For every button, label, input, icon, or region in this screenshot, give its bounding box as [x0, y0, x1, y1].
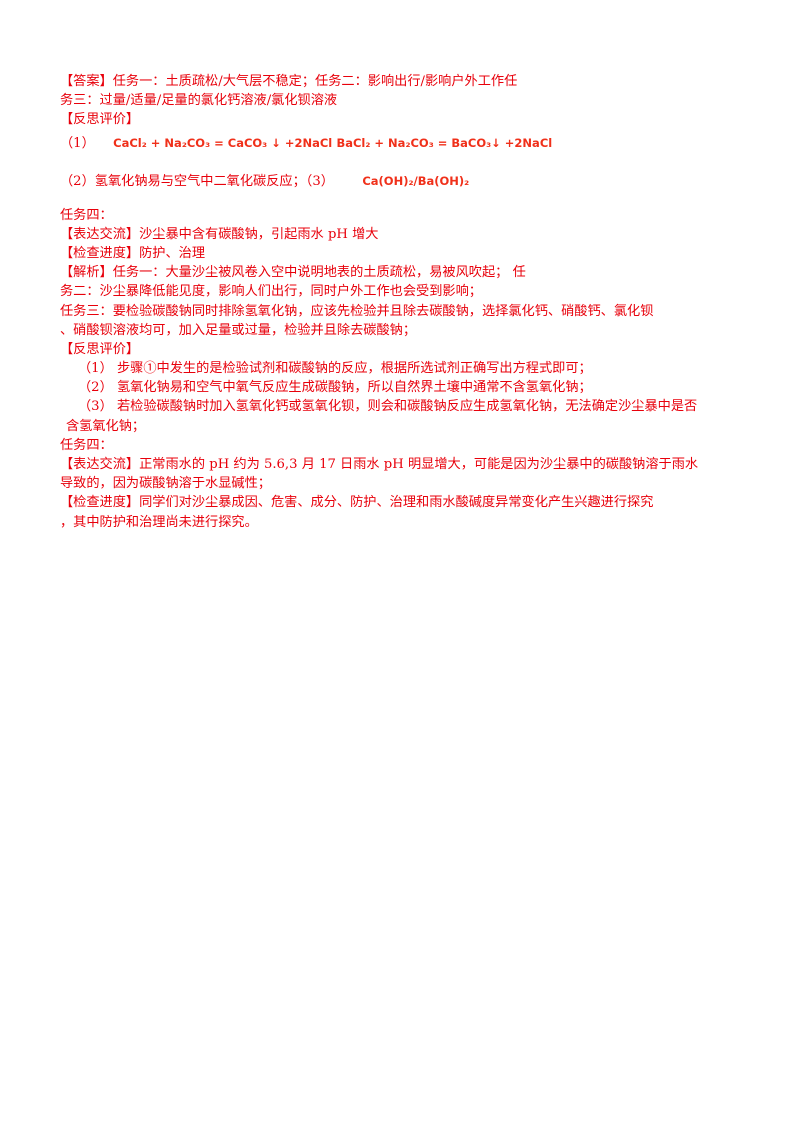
analysis-reflect-3a: （3） 若检验碳酸钠时加入氢氧化钙或氢氧化钡，则会和碳酸钠反应生成氢氧化钠，无法…: [78, 399, 698, 415]
analysis-reflect-1: （1） 步骤①中发生的是检验试剂和碳酸钠的反应，根据所选试剂正确写出方程式即可；: [78, 361, 592, 377]
analysis-reflect-heading: 【反思评价】: [60, 341, 140, 357]
analysis-reflect-3b: 含氢氧化钠；: [66, 418, 146, 434]
analysis-reflect-2: （2） 氢氧化钠易和空气中氧气反应生成碳酸钠，所以自然界土壤中通常不含氢氧化钠；: [78, 380, 592, 396]
document-body: 【答案】任务一：土质疏松/大气层不稳定；任务二：影响出行/影响户外工作任 务三：…: [60, 72, 740, 532]
analysis-line-2: 务二：沙尘暴降低能见度，影响人们出行，同时户外工作也会受到影响；: [60, 284, 482, 300]
answer-progress: 【检查进度】防护、治理: [60, 245, 206, 261]
answer-item-2-row: （2）氢氧化钠易与空气中二氧化碳反应；（3） Ca(OH)₂/Ba(OH)₂: [60, 168, 740, 194]
equation-label: （1）: [60, 135, 95, 151]
equation-calcium: CaCl₂ + Na₂CO₃ = CaCO₃ ↓ +2NaCl: [113, 135, 333, 150]
equation-barium: BaCl₂ + Na₂CO₃ = BaCO₃↓ +2NaCl: [336, 135, 553, 150]
answer-express: 【表达交流】沙尘暴中含有碳酸钠，引起雨水 pH 增大: [60, 226, 379, 242]
analysis-line-3: 任务三：要检验碳酸钠同时排除氢氧化钠，应该先检验并且除去碳酸钠，选择氯化钙、硝酸…: [60, 303, 654, 319]
analysis-express-1: 【表达交流】正常雨水的 pH 约为 5.6,3 月 17 日雨水 pH 明显增大…: [60, 457, 699, 472]
answer-line-2: 务三：过量/适量/足量的氯化钙溶液/氯化钡溶液: [60, 93, 338, 109]
equation-row: （1） CaCl₂ + Na₂CO₃ = CaCO₃ ↓ +2NaCl BaCl…: [60, 130, 740, 156]
analysis-line-1: 【解析】任务一：大量沙尘被风卷入空中说明地表的土质疏松，易被风吹起； 任: [60, 265, 526, 281]
answer-item-2: （2）氢氧化钠易与空气中二氧化碳反应；（3）: [60, 173, 334, 189]
answer-reflect-heading: 【反思评价】: [60, 112, 140, 128]
analysis-express-2: 导致的，因为碳酸钠溶于水显碱性；: [60, 476, 271, 492]
answer-line-1: 【答案】任务一：土质疏松/大气层不稳定；任务二：影响出行/影响户外工作任: [60, 74, 518, 89]
answer-task-4: 任务四：: [60, 207, 113, 223]
analysis-line-4: 、硝酸钡溶液均可，加入足量或过量，检验并且除去碳酸钠；: [60, 322, 417, 338]
analysis-progress-2: ，其中防护和治理尚未进行探究。: [60, 514, 258, 530]
analysis-progress-1: 【检查进度】同学们对沙尘暴成因、危害、成分、防护、治理和雨水酸碱度异常变化产生兴…: [60, 495, 654, 511]
analysis-task-4: 任务四：: [60, 437, 113, 453]
hydroxide-formula: Ca(OH)₂/Ba(OH)₂: [362, 173, 470, 188]
